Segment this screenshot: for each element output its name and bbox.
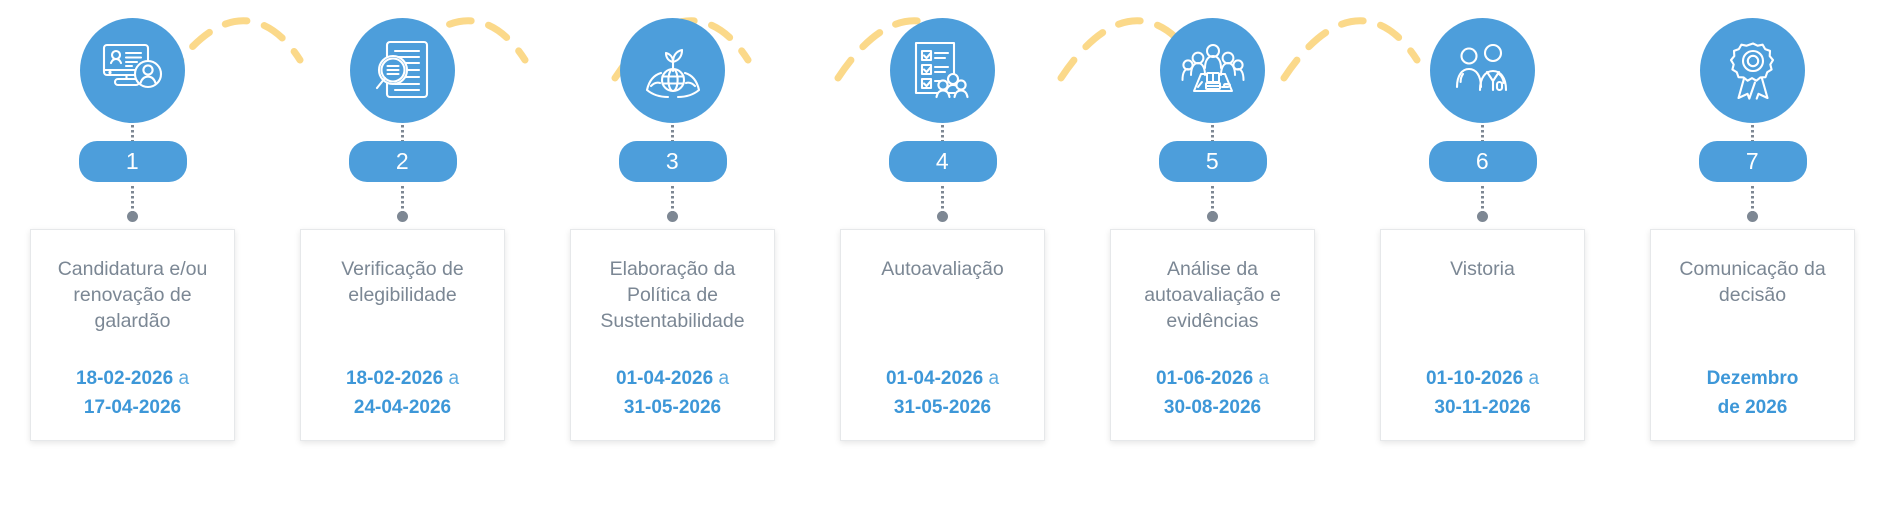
step-6-card[interactable]: Vistoria 01-10-2026 a 30-11-2026 (1380, 229, 1585, 441)
inspector-two-people-icon (1453, 41, 1513, 101)
step-1-terminal-dot (127, 211, 138, 222)
step-6-connector-lower (1481, 186, 1484, 212)
step-2-connector-lower (401, 186, 404, 212)
step-1-date-end: 17-04-2026 (83, 397, 182, 418)
step-2-dates: 18-02-2026 a 24-04-2026 (346, 340, 459, 422)
step-1-connector-upper (131, 125, 134, 141)
step-4-date-end: 31-05-2026 (893, 397, 992, 418)
magnifier-document-icon (374, 40, 432, 102)
step-5-connector-lower (1211, 186, 1214, 212)
step-2-date-sep: a (448, 368, 460, 389)
step-2-number[interactable]: 2 (348, 141, 457, 182)
step-7[interactable]: 7 Comunicação da decisão Dezembro de 202… (1628, 0, 1877, 441)
step-7-icon-circle[interactable] (1700, 18, 1805, 123)
step-5-dates: 01-06-2026 a 30-08-2026 (1156, 340, 1269, 422)
step-3-dates: 01-04-2026 a 31-05-2026 (616, 340, 729, 422)
step-1-number[interactable]: 1 (78, 141, 187, 182)
step-7-connector-lower (1751, 186, 1754, 212)
step-4-title: Autoavaliação (881, 258, 1004, 280)
step-5-date-end: 30-08-2026 (1163, 397, 1262, 418)
step-5-title: Análise da autoavaliação e evidências (1144, 258, 1281, 332)
step-4-number[interactable]: 4 (888, 141, 997, 182)
step-6[interactable]: 6 Vistoria 01-10-2026 a 30-11-2026 (1358, 0, 1607, 441)
step-3-icon-circle[interactable] (620, 18, 725, 123)
step-6-terminal-dot (1477, 211, 1488, 222)
step-2-icon-circle[interactable] (350, 18, 455, 123)
step-2-card[interactable]: Verificação de elegibilidade 18-02-2026 … (300, 229, 505, 441)
step-1-connector-lower (131, 186, 134, 212)
step-2-date-start: 18-02-2026 (345, 368, 444, 389)
step-3-date-sep: a (718, 368, 730, 389)
step-1-card[interactable]: Candidatura e/ou renovação de galardão 1… (30, 229, 235, 441)
step-7-connector-upper (1751, 125, 1754, 141)
step-7-dates: Dezembro de 2026 (1707, 340, 1799, 422)
step-3-date-start: 01-04-2026 (615, 368, 714, 389)
hands-plant-globe-icon (641, 40, 705, 102)
step-3-connector-lower (671, 186, 674, 212)
checklist-people-icon (912, 40, 974, 102)
step-3-connector-upper (671, 125, 674, 141)
step-7-card[interactable]: Comunicação da decisão Dezembro de 2026 (1650, 229, 1855, 441)
step-5-card[interactable]: Análise da autoavaliação e evidências 01… (1110, 229, 1315, 441)
step-4-dates: 01-04-2026 a 31-05-2026 (886, 340, 999, 422)
step-6-connector-upper (1481, 125, 1484, 141)
step-2-connector-upper (401, 125, 404, 141)
step-2-date-end: 24-04-2026 (353, 397, 452, 418)
step-7-date-start: Dezembro (1706, 368, 1799, 389)
step-4-connector-lower (941, 186, 944, 212)
step-2-title: Verificação de elegibilidade (341, 258, 464, 306)
step-4-card[interactable]: Autoavaliação 01-04-2026 a 31-05-2026 (840, 229, 1045, 441)
step-4-date-start: 01-04-2026 (885, 368, 984, 389)
step-6-dates: 01-10-2026 a 30-11-2026 (1426, 340, 1539, 422)
step-4-connector-upper (941, 125, 944, 141)
step-5-terminal-dot (1207, 211, 1218, 222)
step-3-card[interactable]: Elaboração da Política de Sustentabilida… (570, 229, 775, 441)
step-5-date-start: 01-06-2026 (1155, 368, 1254, 389)
step-6-number[interactable]: 6 (1428, 141, 1537, 182)
step-5-icon-circle[interactable] (1160, 18, 1265, 123)
step-6-date-end: 30-11-2026 (1434, 397, 1531, 418)
step-4-icon-circle[interactable] (890, 18, 995, 123)
step-1-date-sep: a (178, 368, 190, 389)
meeting-table-people-icon (1181, 42, 1245, 100)
step-7-date-end: de 2026 (1717, 397, 1788, 418)
step-1-dates: 18-02-2026 a 17-04-2026 (76, 340, 189, 422)
step-5-date-sep: a (1258, 368, 1270, 389)
step-1-title: Candidatura e/ou renovação de galardão (57, 258, 208, 332)
computer-user-profile-icon (101, 41, 165, 101)
step-2[interactable]: 2 Verificação de elegibilidade 18-02-202… (278, 0, 527, 441)
step-4[interactable]: 4 Autoavaliação 01-04-2026 a 31-05-2026 (818, 0, 1067, 441)
step-6-date-start: 01-10-2026 (1425, 368, 1524, 389)
step-3-date-end: 31-05-2026 (623, 397, 722, 418)
step-3-title: Elaboração da Política de Sustentabilida… (600, 258, 745, 332)
step-7-title: Comunicação da decisão (1679, 258, 1826, 306)
step-3-number[interactable]: 3 (618, 141, 727, 182)
step-1-date-start: 18-02-2026 (75, 368, 174, 389)
step-4-terminal-dot (937, 211, 948, 222)
step-3[interactable]: 3 Elaboração da Política de Sustentabili… (548, 0, 797, 441)
step-6-date-sep: a (1528, 368, 1540, 389)
step-1-icon-circle[interactable] (80, 18, 185, 123)
step-6-title: Vistoria (1450, 258, 1515, 280)
step-7-terminal-dot (1747, 211, 1758, 222)
step-7-number[interactable]: 7 (1698, 141, 1807, 182)
step-6-icon-circle[interactable] (1430, 18, 1535, 123)
award-ribbon-icon (1724, 40, 1782, 102)
step-1[interactable]: 1 Candidatura e/ou renovação de galardão… (8, 0, 257, 441)
step-4-date-sep: a (988, 368, 1000, 389)
step-3-terminal-dot (667, 211, 678, 222)
step-2-terminal-dot (397, 211, 408, 222)
step-5[interactable]: 5 Análise da autoavaliação e evidências … (1088, 0, 1337, 441)
step-5-number[interactable]: 5 (1158, 141, 1267, 182)
step-5-connector-upper (1211, 125, 1214, 141)
